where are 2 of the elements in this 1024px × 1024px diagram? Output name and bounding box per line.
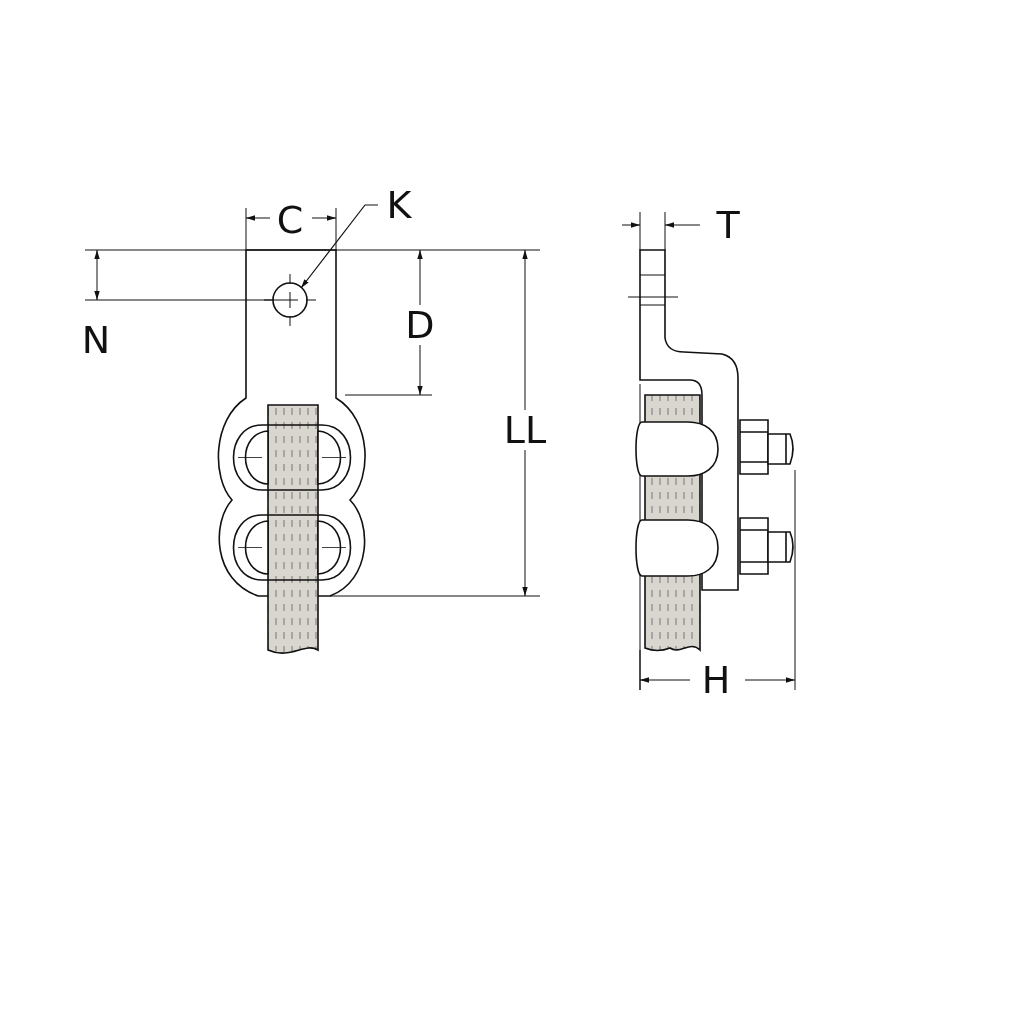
bolt-hole <box>272 282 308 318</box>
leader-line <box>300 204 379 289</box>
